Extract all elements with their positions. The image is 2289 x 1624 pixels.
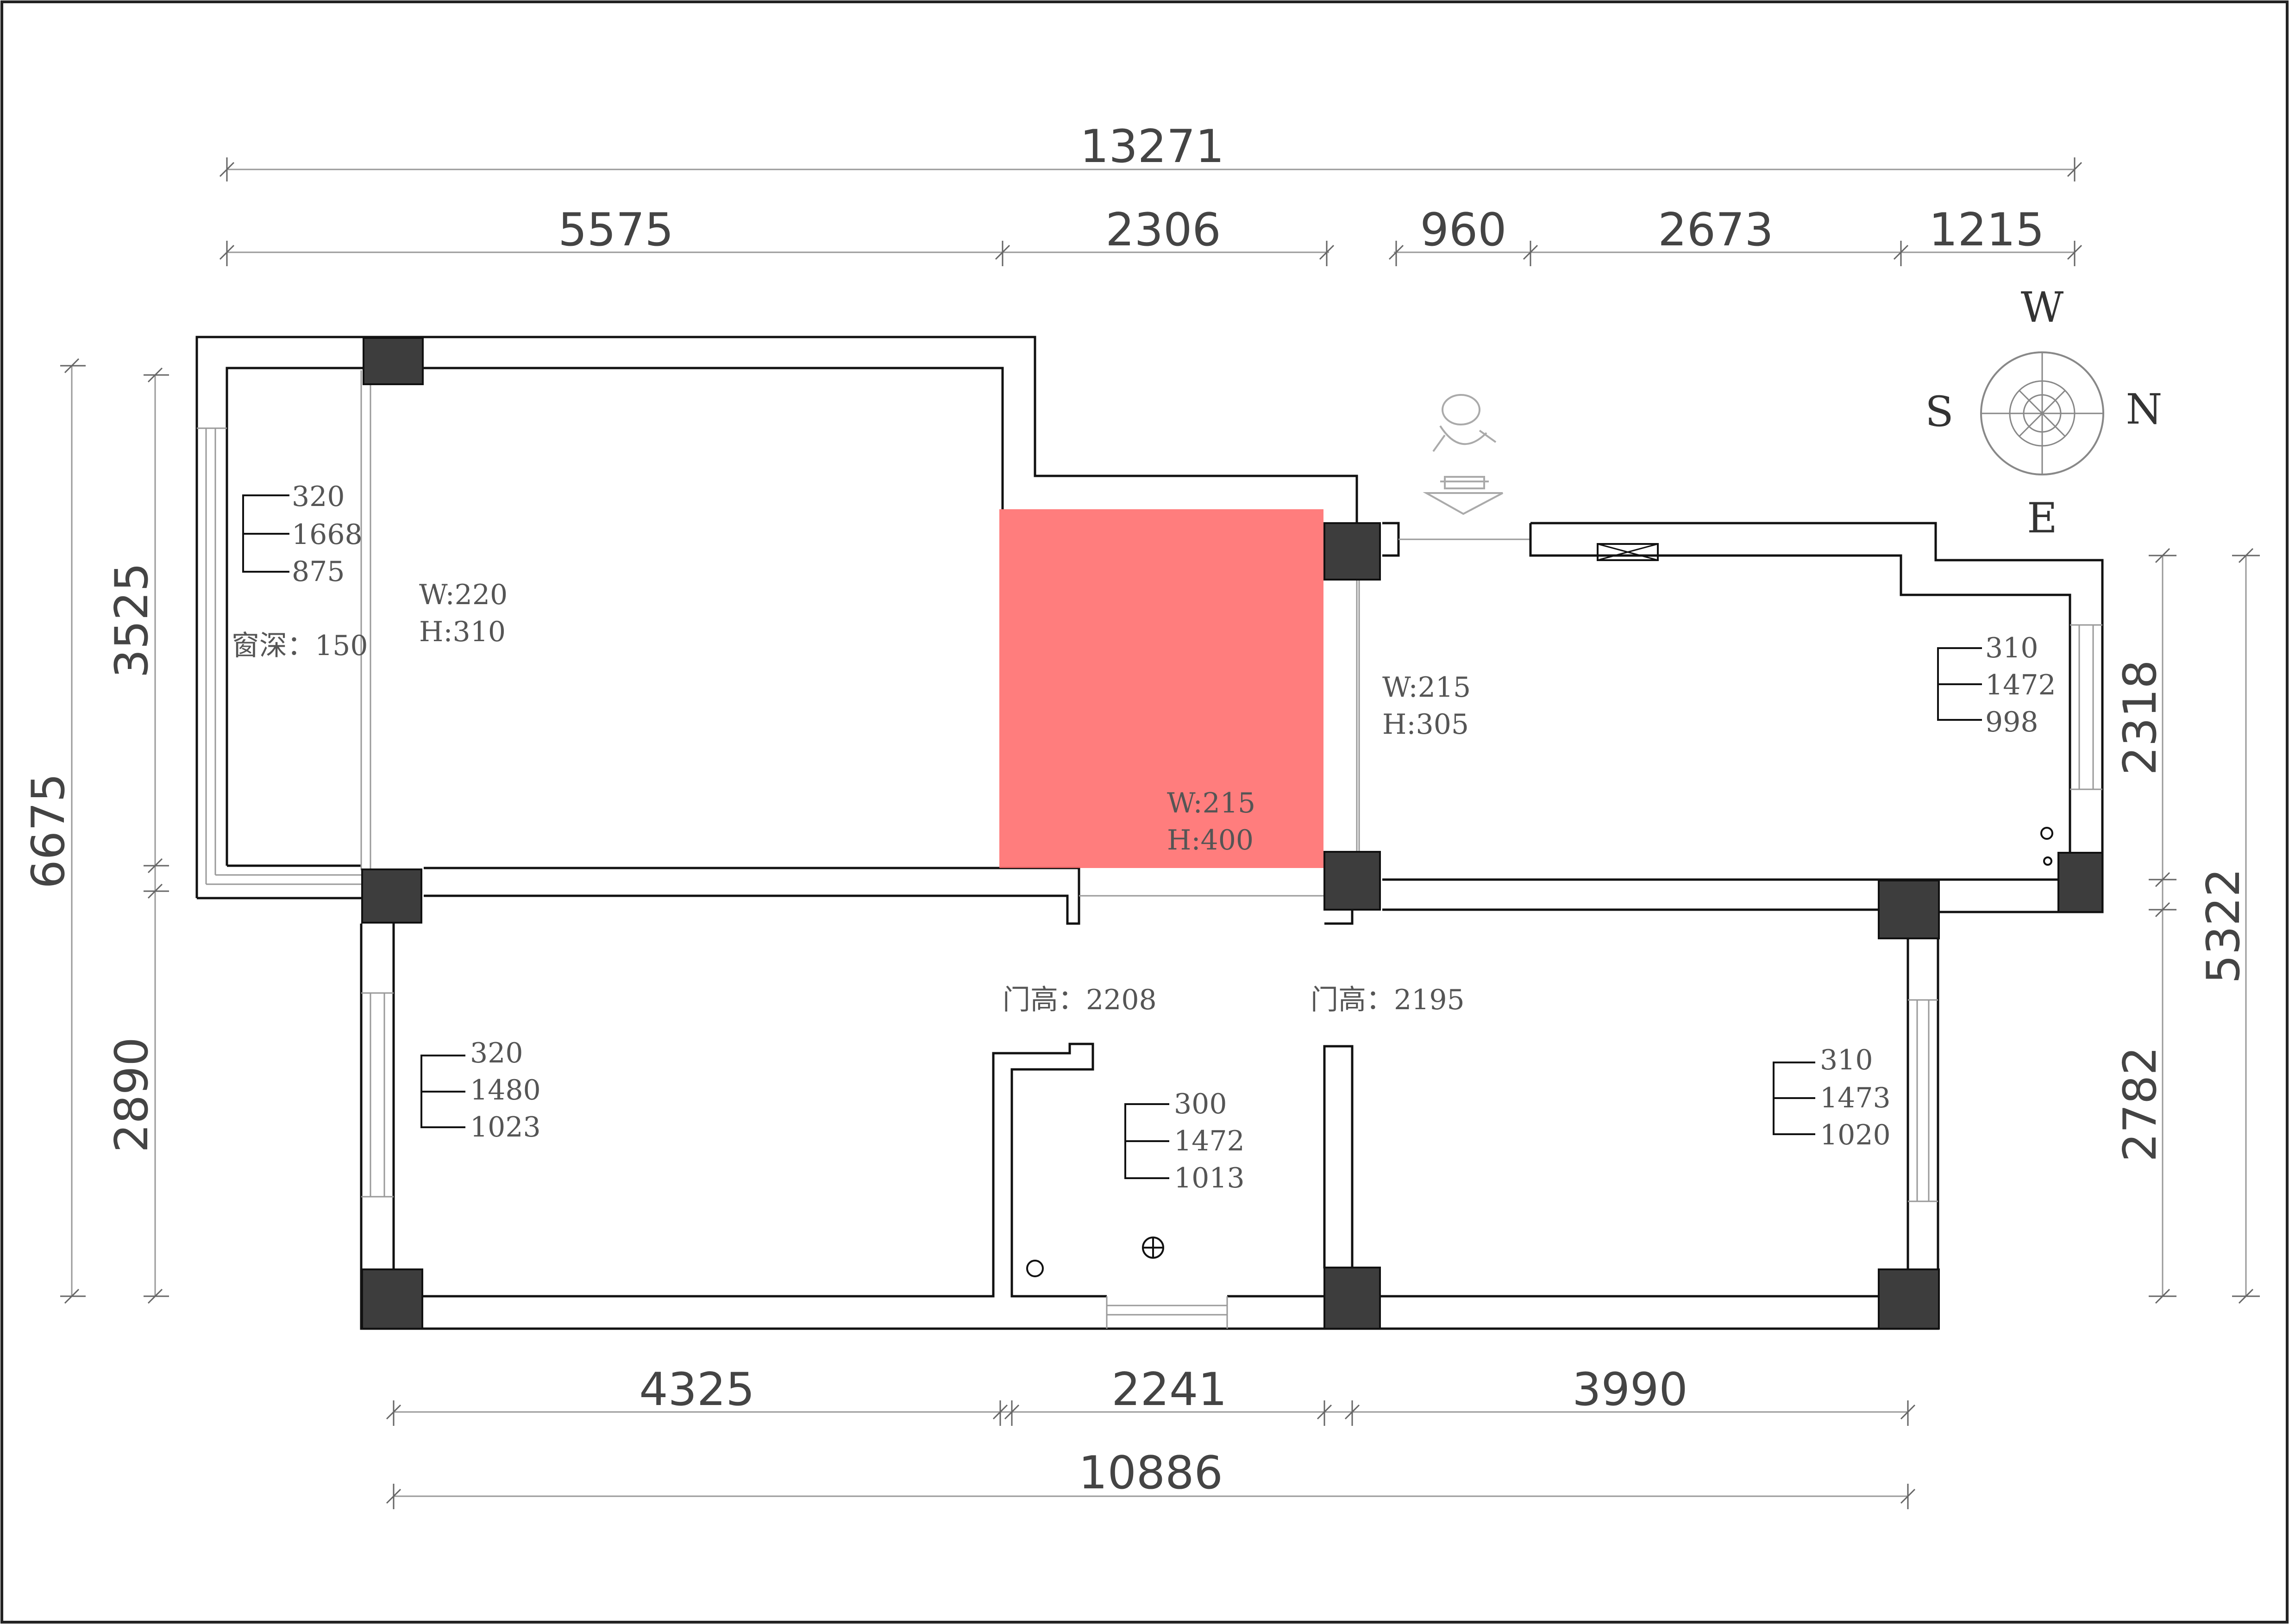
- opening-3-height: H:400: [1167, 824, 1254, 856]
- drain-icon: [1026, 1260, 1044, 1277]
- column: [1323, 522, 1381, 581]
- compass-south: S: [1925, 387, 1954, 436]
- bottom-dimension-chain: [386, 1400, 1916, 1509]
- compass-west: W: [2021, 283, 2064, 332]
- window-spec-5: 310 1473 1020: [1773, 1044, 1891, 1151]
- dim-top-seg-3: 960: [1420, 204, 1506, 256]
- right-dimension-chain: [2149, 548, 2260, 1304]
- structural-columns: [361, 337, 2103, 1330]
- window-3-value-3: 1023: [470, 1111, 541, 1143]
- pipe-icon: [2040, 827, 2053, 840]
- window-1-value-1: 320: [292, 481, 345, 513]
- column: [361, 1268, 423, 1330]
- window-spec-1: 320 1668 875: [242, 481, 363, 588]
- column: [1323, 851, 1381, 911]
- dim-bottom-seg-1: 4325: [639, 1363, 754, 1416]
- opening-1-width: W:220: [419, 579, 508, 611]
- window-5-value-2: 1473: [1820, 1082, 1891, 1114]
- window-depth-label: 窗深：150: [232, 630, 368, 662]
- compass-icon: [1980, 351, 2104, 475]
- window-spec-3: 320 1480 1023: [420, 1037, 541, 1143]
- window-1-value-3: 875: [292, 556, 345, 588]
- column: [361, 868, 422, 924]
- dim-bottom-seg-2: 2241: [1111, 1363, 1227, 1416]
- dim-left-seg-2: 2890: [106, 1037, 158, 1152]
- pipe-small-icon: [2043, 856, 2052, 866]
- dim-bottom-total: 10886: [1079, 1447, 1223, 1499]
- window-4-value-3: 1013: [1174, 1162, 1245, 1194]
- compass-north: N: [2126, 385, 2163, 434]
- highlight-region: [999, 509, 1323, 868]
- opening-1-height: H:310: [419, 616, 506, 648]
- column: [1878, 1268, 1940, 1330]
- column: [363, 337, 424, 385]
- window-spec-4: 300 1472 1013: [1124, 1088, 1245, 1194]
- dim-right-seg-1: 2318: [2114, 660, 2167, 775]
- compass-east: E: [2027, 494, 2057, 543]
- window-1-value-2: 1668: [292, 518, 363, 551]
- window-3-value-2: 1480: [470, 1074, 541, 1106]
- column: [1323, 1267, 1381, 1330]
- window-3-value-1: 320: [470, 1037, 523, 1069]
- door-height-1: 门高：2208: [1003, 984, 1157, 1016]
- entrance-figure-icon: [1423, 394, 1503, 515]
- dim-top-seg-4: 2673: [1658, 204, 1773, 256]
- window-4-value-2: 1472: [1174, 1125, 1245, 1157]
- window-2-value-1: 310: [1985, 632, 2038, 664]
- window-spec-2: 310 1472 998: [1937, 632, 2056, 738]
- dim-top-total: 13271: [1080, 120, 1224, 173]
- dim-top-seg-5: 1215: [1929, 204, 2044, 256]
- window-5-value-3: 1020: [1820, 1119, 1891, 1151]
- dim-left-seg-1: 3525: [106, 562, 158, 678]
- dim-bottom-seg-3: 3990: [1572, 1363, 1687, 1416]
- dim-right-seg-2: 2782: [2114, 1046, 2167, 1162]
- dim-right-total: 5322: [2197, 868, 2250, 983]
- top-dimension-chain: [219, 157, 2082, 266]
- opening-2-height: H:305: [1382, 708, 1469, 741]
- door-height-2: 门高：2195: [1311, 984, 1465, 1016]
- dim-left-total: 6675: [22, 773, 75, 888]
- opening-2-width: W:215: [1382, 671, 1471, 704]
- window-2-value-3: 998: [1985, 706, 2038, 738]
- window-2-value-2: 1472: [1985, 669, 2056, 701]
- column: [2057, 852, 2103, 913]
- left-dimension-chain: [60, 358, 169, 1304]
- window-5-value-1: 310: [1820, 1044, 1873, 1076]
- opening-3-width: W:215: [1167, 787, 1255, 819]
- window-4-value-1: 300: [1174, 1088, 1227, 1120]
- dim-top-seg-2: 2306: [1105, 204, 1221, 256]
- column: [1878, 880, 1940, 939]
- dim-top-seg-1: 5575: [558, 204, 673, 256]
